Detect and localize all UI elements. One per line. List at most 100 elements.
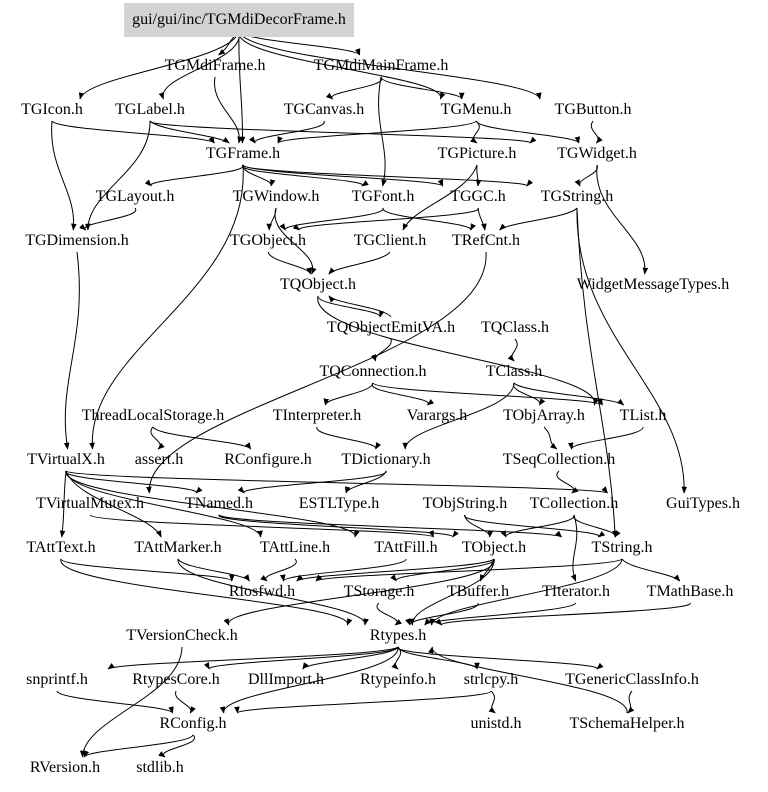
node-tgwindow[interactable]: TGWindow.h [232, 188, 320, 205]
node-rtypeinfo[interactable]: Rtypeinfo.h [360, 671, 436, 688]
node-estltype[interactable]: ESTLType.h [298, 495, 380, 512]
node-tgeneric-class-info[interactable]: TGenericClassInfo.h [565, 671, 699, 688]
edge-tvirtual-x-to-tnamed [65, 470, 203, 494]
edge-tlist-to-tseq-collection [568, 426, 644, 450]
node-strlcpy[interactable]: strlcpy.h [463, 671, 519, 688]
edge-tqclass-to-tclass [507, 338, 518, 362]
node-unistd[interactable]: unistd.h [470, 715, 522, 732]
edge-tinterpreter-to-tdictionary [316, 426, 382, 450]
node-rconfig[interactable]: RConfig.h [159, 715, 227, 732]
node-tschema-helper[interactable]: TSchemaHelper.h [569, 715, 685, 732]
node-tgclient[interactable]: TGClient.h [353, 232, 427, 249]
node-tgmdi-frame[interactable]: TGMdiFrame.h [164, 57, 266, 74]
edge-tggc-to-tgobject [292, 207, 479, 231]
node-rversion[interactable]: RVersion.h [29, 759, 101, 776]
node-tgmenu[interactable]: TGMenu.h [440, 101, 512, 118]
edge-tgicon-to-tgdimension [51, 120, 77, 231]
node-tmath-base[interactable]: TMathBase.h [646, 583, 734, 600]
edge-tstring-to-tmath-base [621, 558, 681, 582]
edge-tvirtual-x-to-tatt-text [59, 470, 67, 538]
node-thread-local-storage[interactable]: ThreadLocalStorage.h [81, 407, 225, 424]
node-tqobject[interactable]: TQObject.h [280, 276, 356, 293]
edge-tnamed-to-tobject [218, 514, 459, 538]
edge-tgfont-to-tgobject [279, 207, 384, 231]
node-tgframe[interactable]: TGFrame.h [205, 145, 281, 162]
node-rtypes[interactable]: Rtypes.h [369, 627, 427, 644]
node-tvirtual-mutex[interactable]: TVirtualMutex.h [36, 495, 144, 512]
node-tcollection[interactable]: TCollection.h [529, 495, 619, 512]
node-tclass[interactable]: TClass.h [485, 363, 543, 380]
node-tqobject-emit-va[interactable]: TQObjectEmitVA.h [326, 319, 456, 336]
node-assert[interactable]: assert.h [134, 451, 184, 468]
node-tggc[interactable]: TGGC.h [450, 188, 506, 205]
edge-tvirtual-x-to-tatt-line [65, 470, 263, 538]
edge-tobject-to-riosfwd [296, 558, 495, 582]
node-tdictionary[interactable]: TDictionary.h [341, 451, 431, 468]
edge-tobj-string-to-tstring [464, 514, 606, 538]
edge-snprintf-to-rconfig [56, 690, 174, 714]
node-tglayout[interactable]: TGLayout.h [95, 188, 175, 205]
edge-tgcanvas-to-tgframe [249, 120, 325, 144]
node-varargs[interactable]: Varargs.h [406, 407, 468, 424]
edge-tglayout-to-tgdimension [79, 207, 137, 231]
node-tgpicture[interactable]: TGPicture.h [437, 145, 517, 162]
edge-tclass-to-tlist [513, 382, 625, 406]
edge-tqconnection-to-tinterpreter [323, 382, 374, 406]
node-tnamed[interactable]: TNamed.h [185, 495, 253, 512]
edge-tobject-to-tstorage [390, 558, 495, 582]
node-tbuffer[interactable]: TBuffer.h [446, 583, 510, 600]
edge-tclass-to-tobj-array [513, 382, 546, 406]
node-tvirtual-x[interactable]: TVirtualX.h [27, 451, 105, 468]
node-tgfont[interactable]: TGFont.h [351, 188, 415, 205]
node-tseq-collection[interactable]: TSeqCollection.h [502, 451, 616, 468]
node-tgcanvas[interactable]: TGCanvas.h [283, 101, 365, 118]
node-tgmdi-main-frame[interactable]: TGMdiMainFrame.h [313, 57, 449, 74]
node-tstorage[interactable]: TStorage.h [343, 583, 415, 600]
node-tatt-line[interactable]: TAttLine.h [259, 539, 331, 556]
edge-tglabel-to-tgwidget [149, 120, 537, 144]
node-tinterpreter[interactable]: TInterpreter.h [272, 407, 362, 424]
edge-tgmenu-to-tgframe [277, 120, 477, 144]
node-stdlib[interactable]: stdlib.h [136, 759, 184, 776]
node-tref-cnt[interactable]: TRefCnt.h [452, 232, 520, 249]
node-rtypes-core[interactable]: RtypesCore.h [132, 671, 220, 688]
node-widget-message-types[interactable]: WidgetMessageTypes.h [576, 276, 730, 293]
node-tversion-check[interactable]: TVersionCheck.h [126, 627, 238, 644]
node-gui-types[interactable]: GuiTypes.h [666, 495, 740, 512]
node-tobj-string[interactable]: TObjString.h [422, 495, 508, 512]
edge-rtypes-to-snprintf [107, 646, 399, 670]
node-tstring[interactable]: TString.h [591, 539, 653, 556]
node-tglabel[interactable]: TGLabel.h [115, 101, 185, 118]
node-riosfwd[interactable]: Riosfwd.h [228, 583, 296, 600]
node-tatt-marker[interactable]: TAttMarker.h [134, 539, 222, 556]
edge-tstorage-to-rtypes [376, 602, 402, 626]
node-rconfigure[interactable]: RConfigure.h [224, 451, 312, 468]
node-tgwidget[interactable]: TGWidget.h [557, 145, 637, 162]
node-tatt-text[interactable]: TAttText.h [26, 539, 96, 556]
node-tgbutton[interactable]: TGButton.h [554, 101, 632, 118]
node-tgicon[interactable]: TGIcon.h [21, 101, 83, 118]
edge-tversion-check-to-rversion [79, 646, 183, 758]
node-tlist[interactable]: TList.h [619, 407, 667, 424]
edge-tgobject-to-tqobject [267, 251, 312, 275]
node-tobj-array[interactable]: TObjArray.h [503, 407, 585, 424]
edge-tgmdi-main-frame-to-tgmenu [380, 76, 465, 100]
edge-tgframe-to-tgwindow [242, 164, 276, 187]
edge-tdictionary-to-estltype [344, 470, 387, 494]
node-titerator[interactable]: TIterator.h [542, 583, 610, 600]
node-dll-import[interactable]: DllImport.h [248, 671, 324, 688]
node-tgdimension[interactable]: TGDimension.h [25, 232, 129, 249]
node-tqconnection[interactable]: TQConnection.h [319, 363, 427, 380]
node-tatt-fill[interactable]: TAttFill.h [374, 539, 438, 556]
node-tgobject[interactable]: TGObject.h [230, 232, 306, 249]
edge-tgframe-to-tglayout [144, 164, 244, 187]
node-tqclass[interactable]: TQClass.h [481, 319, 549, 336]
node-snprintf[interactable]: snprintf.h [26, 671, 88, 688]
node-tgmdi-decor-frame[interactable]: gui/gui/inc/TGMdiDecorFrame.h [124, 3, 354, 37]
edge-tgframe-to-tvirtual-x [89, 164, 244, 450]
edge-tgstring-to-gui-types [576, 207, 688, 494]
edge-titerator-to-rtypes [424, 602, 577, 626]
edge-tgpicture-to-tggc [475, 164, 482, 187]
node-tobject[interactable]: TObject.h [461, 539, 527, 556]
node-tgstring[interactable]: TGString.h [540, 188, 614, 205]
